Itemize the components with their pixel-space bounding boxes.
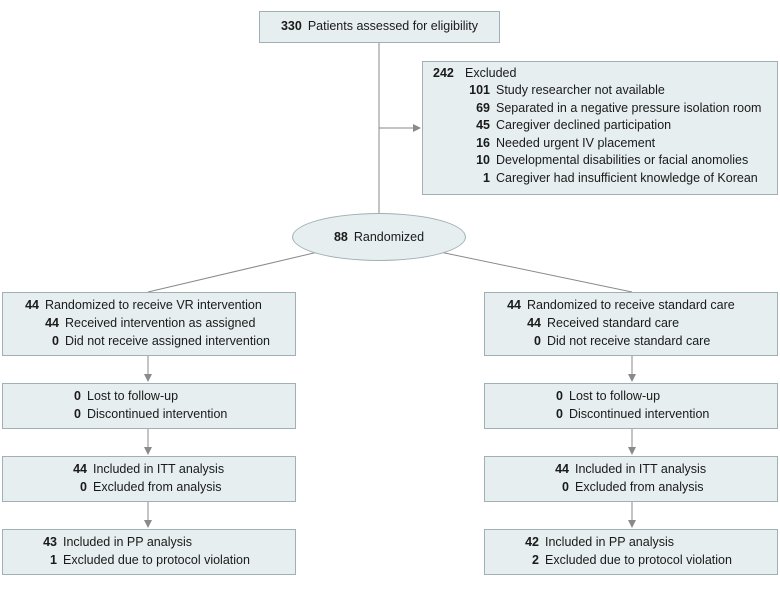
vr-randomized-count: 44 bbox=[25, 298, 39, 312]
sc-pp-box: 42 Included in PP analysis 2 Excluded due … bbox=[484, 529, 778, 575]
exclusion-reason-count: 69 bbox=[476, 100, 490, 115]
sc-allocation-box: 44 Randomized to receive standard care 44… bbox=[484, 292, 778, 356]
exclusion-reason-label: Separated in a negative pressure isolati… bbox=[496, 100, 762, 115]
vr-pp-excluded-count: 1 bbox=[50, 553, 57, 567]
sc-not-received-count: 0 bbox=[534, 334, 541, 348]
randomized-count: 88 bbox=[333, 230, 348, 244]
sc-discontinued-count: 0 bbox=[556, 407, 563, 421]
exclusion-reason-label: Needed urgent IV placement bbox=[496, 135, 656, 150]
sc-pp-excluded-count: 2 bbox=[532, 553, 539, 567]
exclusion-reason-count: 10 bbox=[476, 153, 490, 167]
vr-itt-excluded-label: Excluded from analysis bbox=[93, 480, 222, 494]
left-branch-connector bbox=[147, 251, 319, 293]
exclusion-reason-label: Developmental disabilities or facial ano… bbox=[496, 153, 749, 167]
vr-received-label: Received intervention as assigned bbox=[65, 316, 256, 330]
sc-pp-included-label: Included in PP analysis bbox=[545, 535, 675, 549]
exclusion-reason: 16 Needed urgent IV placement bbox=[433, 135, 767, 153]
excluded-count: 242 bbox=[433, 66, 454, 80]
assessed-label: Patients assessed for eligibility bbox=[307, 19, 479, 33]
exclusion-reason: 69 Separated in a negative pressure isola… bbox=[433, 100, 767, 118]
sc-pp-excluded-label: Excluded due to protocol violation bbox=[545, 553, 732, 567]
exclusion-reason: 101 Study researcher not available bbox=[433, 82, 767, 100]
vr-itt-box: 44 Included in ITT analysis 0 Excluded fro… bbox=[2, 456, 296, 502]
vr-itt-included-label: Included in ITT analysis bbox=[93, 462, 225, 476]
vr-pp-box: 43 Included in PP analysis 1 Excluded due … bbox=[2, 529, 296, 575]
exclusion-reason-label: Study researcher not available bbox=[496, 83, 665, 97]
exclusion-reason-count: 16 bbox=[476, 135, 490, 150]
sc-itt-excluded-label: Excluded from analysis bbox=[575, 480, 704, 494]
exclusion-reason: 10 Developmental disabilities or facial a… bbox=[433, 152, 767, 170]
vr-itt-included-count: 44 bbox=[73, 462, 87, 476]
right-branch-connector bbox=[439, 251, 633, 293]
exclusion-reason-count: 1 bbox=[483, 170, 490, 185]
vr-not-received-label: Did not receive assigned intervention bbox=[65, 334, 270, 348]
vr-randomized-label: Randomized to receive VR intervention bbox=[45, 298, 262, 312]
vr-received-count: 44 bbox=[45, 316, 59, 330]
vr-pp-excluded-label: Excluded due to protocol violation bbox=[63, 553, 250, 567]
vr-discontinued-label: Discontinued intervention bbox=[87, 407, 228, 421]
exclusion-reason-count: 101 bbox=[469, 83, 490, 97]
sc-itt-included-label: Included in ITT analysis bbox=[575, 462, 707, 476]
sc-received-count: 44 bbox=[527, 316, 541, 330]
vr-not-received-count: 0 bbox=[52, 334, 59, 348]
vr-lost-label: Lost to follow-up bbox=[87, 389, 179, 403]
exclusion-reason-label: Caregiver declined participation bbox=[496, 118, 672, 132]
sc-lost-count: 0 bbox=[556, 389, 563, 403]
assessed-box: 330 Patients assessed for eligibility bbox=[259, 11, 500, 43]
sc-pp-included-count: 42 bbox=[525, 535, 539, 549]
exclusion-reason-label: Caregiver had insufficient knowledge of … bbox=[496, 170, 758, 185]
sc-received-label: Received standard care bbox=[547, 316, 680, 330]
sc-randomized-label: Randomized to receive standard care bbox=[527, 298, 735, 312]
vr-itt-excluded-count: 0 bbox=[80, 480, 87, 494]
sc-randomized-count: 44 bbox=[507, 298, 521, 312]
sc-itt-box: 44 Included in ITT analysis 0 Excluded fro… bbox=[484, 456, 778, 502]
exclusion-reason: 45 Caregiver declined participation bbox=[433, 117, 767, 135]
assessed-count: 330 bbox=[280, 19, 302, 33]
sc-itt-excluded-count: 0 bbox=[562, 480, 569, 494]
randomized-ellipse: 88 Randomized bbox=[292, 213, 466, 261]
vr-discontinued-count: 0 bbox=[74, 407, 81, 421]
sc-lost-label: Lost to follow-up bbox=[569, 389, 661, 403]
vr-pp-included-count: 43 bbox=[43, 535, 57, 549]
vr-pp-included-label: Included in PP analysis bbox=[63, 535, 193, 549]
sc-not-received-label: Did not receive standard care bbox=[547, 334, 711, 348]
randomized-label: Randomized bbox=[353, 230, 425, 244]
sc-discontinued-label: Discontinued intervention bbox=[569, 407, 710, 421]
vr-lost-count: 0 bbox=[74, 389, 81, 403]
sc-itt-included-count: 44 bbox=[555, 462, 569, 476]
excluded-label: Excluded bbox=[465, 66, 517, 80]
exclusion-reason-count: 45 bbox=[476, 118, 490, 132]
exclusion-reason: 1 Caregiver had insufficient knowledge of… bbox=[433, 170, 767, 188]
